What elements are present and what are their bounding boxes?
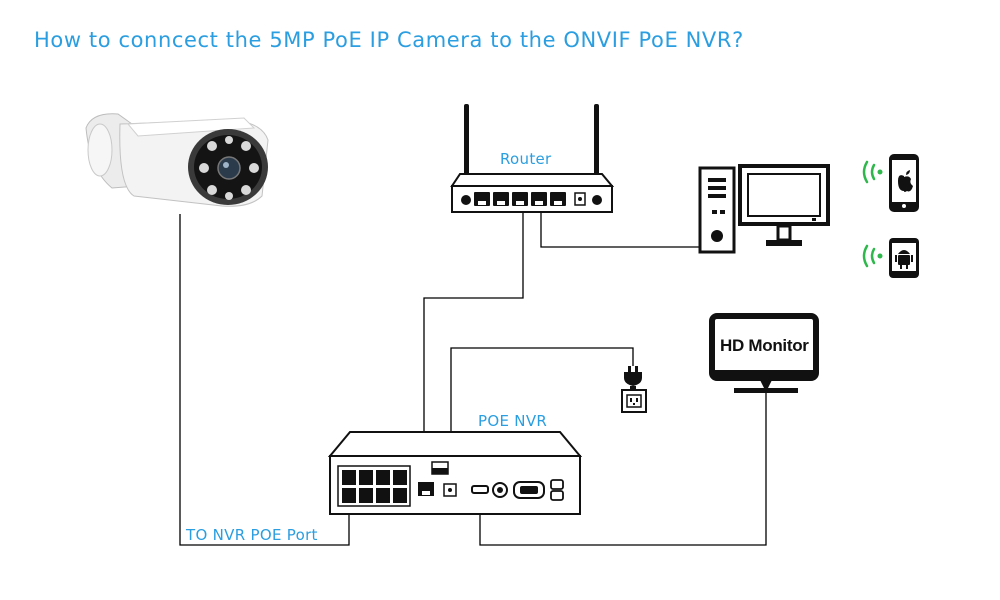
android-phone-icon xyxy=(862,238,919,278)
poe-nvr-label: POE NVR xyxy=(478,412,548,430)
router-label: Router xyxy=(500,150,552,168)
nvr-icon xyxy=(327,431,583,515)
hd-monitor-label: HD Monitor xyxy=(720,336,809,355)
hd-monitor-icon xyxy=(709,313,819,393)
router-to-pc-line xyxy=(540,212,700,248)
nvr-power-line xyxy=(450,347,634,488)
nvr-port-label: TO NVR POE Port xyxy=(186,526,318,544)
camera-to-nvr-line xyxy=(179,214,350,546)
connection-lines xyxy=(179,212,767,546)
router-icon xyxy=(450,104,615,213)
nvr-to-monitor-line xyxy=(479,392,767,546)
router-to-nvr-line xyxy=(423,212,524,485)
camera-icon xyxy=(85,113,269,207)
diagram-title: How to conncect the 5MP PoE IP Camera to… xyxy=(34,28,744,52)
apple-phone-icon xyxy=(862,154,919,212)
power-plug-icon xyxy=(621,366,647,413)
computer-icon xyxy=(698,164,830,254)
